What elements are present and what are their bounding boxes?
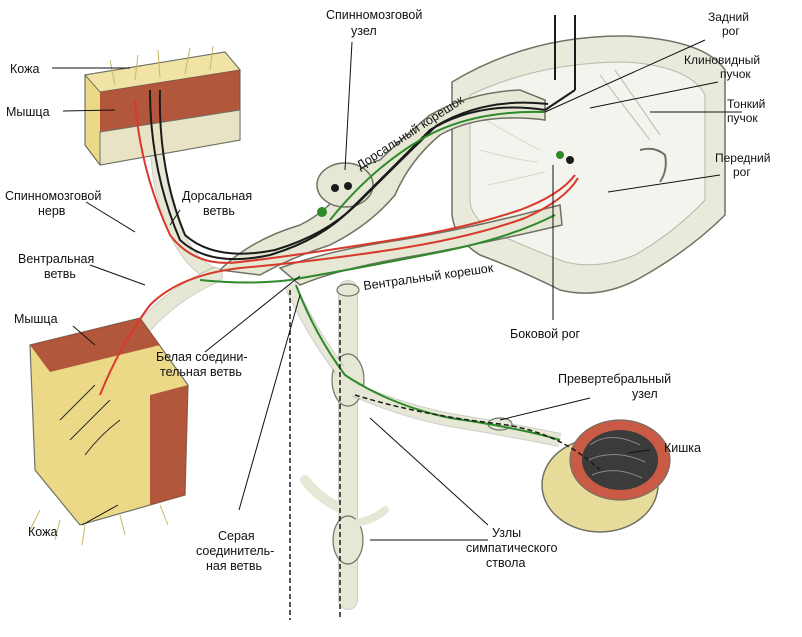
label-skin-bottom: Кожа bbox=[28, 525, 57, 539]
label-spinal-ganglion-2: узел bbox=[351, 24, 377, 38]
label-ventral-branch-1: Вентральная bbox=[18, 252, 94, 266]
label-muscle-bottom: Мышца bbox=[14, 312, 58, 326]
label-ventral-root: Вентральный корешок bbox=[362, 261, 494, 293]
label-gray-ramus-2: соединитель- bbox=[196, 544, 274, 558]
label-posterior-horn-1: Задний bbox=[708, 10, 749, 24]
label-gracile-1: Тонкий bbox=[727, 97, 765, 111]
label-dorsal-branch-1: Дорсальная bbox=[182, 189, 252, 203]
label-spinal-ganglion-1: Спинномозговой bbox=[326, 8, 422, 22]
label-gray-ramus-1: Серая bbox=[218, 529, 255, 543]
label-spinal-nerve-1: Спинномозговой bbox=[5, 189, 101, 203]
label-cuneate-2: пучок bbox=[720, 67, 751, 81]
sympathetic-trunk bbox=[284, 280, 389, 610]
intestine bbox=[541, 419, 671, 533]
label-intestine: Кишка bbox=[664, 441, 701, 455]
label-anterior-horn-2: рог bbox=[733, 165, 751, 179]
label-posterior-horn-2: рог bbox=[722, 24, 740, 38]
label-sympathetic-3: ствола bbox=[486, 556, 525, 570]
spinal-cord bbox=[451, 35, 726, 294]
label-skin-top: Кожа bbox=[10, 62, 39, 76]
label-gray-ramus-3: ная ветвь bbox=[206, 559, 262, 573]
pointer-lines bbox=[52, 39, 742, 541]
label-cuneate-1: Клиновидный bbox=[684, 53, 760, 67]
label-sympathetic-2: симпатического bbox=[466, 541, 558, 555]
label-prevertebral-2: узел bbox=[632, 387, 658, 401]
label-white-ramus-1: Белая соедини- bbox=[156, 350, 248, 364]
label-dorsal-branch-2: ветвь bbox=[203, 204, 235, 218]
tissue-block-top bbox=[84, 45, 241, 166]
label-white-ramus-2: тельная ветвь bbox=[160, 365, 242, 379]
label-ventral-branch-2: ветвь bbox=[44, 267, 76, 281]
label-anterior-horn-1: Передний bbox=[715, 151, 770, 165]
label-prevertebral-1: Превертебральный bbox=[558, 372, 671, 386]
label-spinal-nerve-2: нерв bbox=[38, 204, 66, 218]
label-muscle-top: Мышца bbox=[6, 105, 50, 119]
nerve-fibers bbox=[99, 15, 601, 620]
label-gracile-2: пучок bbox=[727, 111, 758, 125]
label-sympathetic-1: Узлы bbox=[492, 526, 521, 540]
label-lateral-horn: Боковой рог bbox=[510, 327, 581, 341]
